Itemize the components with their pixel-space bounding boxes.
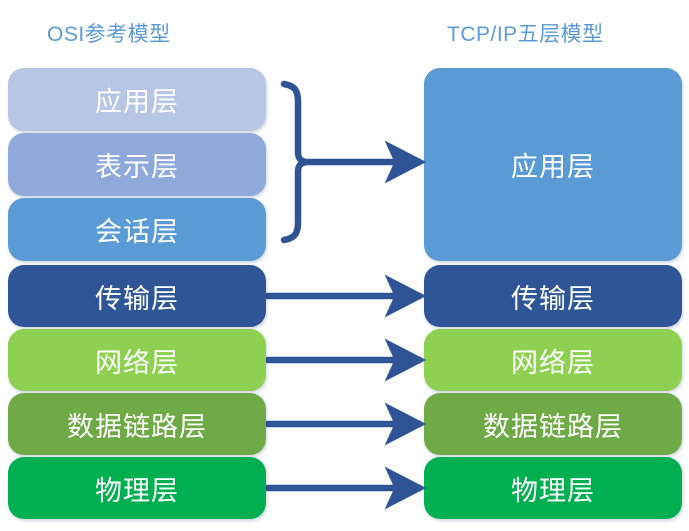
tcp-layer-datalink[interactable]: 数据链路层 xyxy=(424,393,682,455)
osi-layer-network[interactable]: 网络层 xyxy=(8,329,266,391)
osi-layer-transport[interactable]: 传输层 xyxy=(8,265,266,327)
osi-layer-datalink[interactable]: 数据链路层 xyxy=(8,393,266,455)
tcp-layer-network[interactable]: 网络层 xyxy=(424,329,682,391)
tcp-layer-application[interactable]: 应用层 xyxy=(424,68,682,261)
osi-column-title: OSI参考模型 xyxy=(47,23,171,46)
tcp-layer-physical[interactable]: 物理层 xyxy=(424,457,682,519)
tcp-column-title: TCP/IP五层模型 xyxy=(447,23,604,46)
tcp-layer-transport[interactable]: 传输层 xyxy=(424,265,682,327)
osi-layer-presentation[interactable]: 表示层 xyxy=(8,133,266,196)
osi-layer-physical[interactable]: 物理层 xyxy=(8,457,266,519)
osi-layer-session[interactable]: 会话层 xyxy=(8,198,266,261)
brace-app xyxy=(280,80,427,244)
osi-layer-application[interactable]: 应用层 xyxy=(8,68,266,131)
